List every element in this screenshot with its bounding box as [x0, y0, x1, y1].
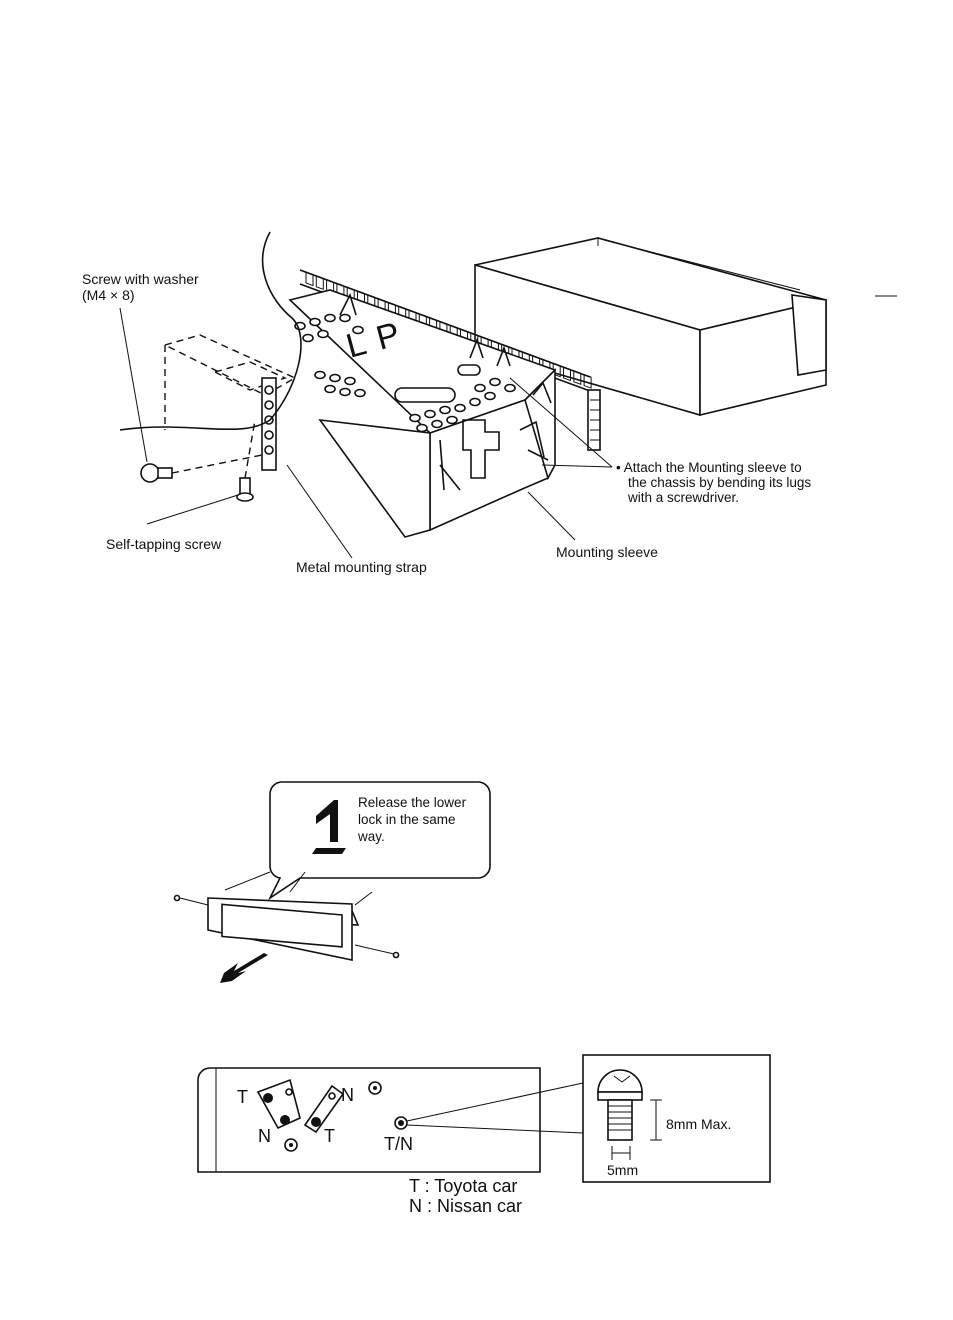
- hole-empty-left: [286, 1089, 292, 1095]
- callout-bubble: Release the lower lock in the same way.: [270, 782, 490, 898]
- sleeve-vent-hole: [340, 389, 350, 396]
- sleeve-vent-hole: [417, 425, 427, 432]
- sleeve-vent-hole: [410, 415, 420, 422]
- sleeve-vent-hole: [315, 372, 325, 379]
- self-tapping-screw-label: Self-tapping screw: [106, 536, 222, 552]
- sleeve-vent-hole: [425, 411, 435, 418]
- legend-toyota: T : Toyota car: [409, 1176, 517, 1196]
- figure-bracket-holes: T N N T T/N 8mm Max. 5mm: [198, 1055, 770, 1216]
- lock-tab-icon: [312, 848, 346, 854]
- hole-nissan-left: [280, 1115, 290, 1125]
- sleeve-vent-hole: [447, 417, 457, 424]
- hole-toyota-right: [311, 1117, 321, 1127]
- sleeve-vent-hole: [325, 386, 335, 393]
- sleeve-vent-hole: [330, 375, 340, 382]
- trim-plate: [175, 872, 399, 983]
- sleeve-vent-hole: [325, 315, 335, 322]
- label-tn: T/N: [384, 1134, 413, 1154]
- screw-spec-box: 8mm Max. 5mm: [583, 1055, 770, 1182]
- sleeve-vent-hole: [303, 335, 313, 342]
- callout-line-2: lock in the same: [358, 812, 456, 827]
- sleeve-vent-hole: [485, 393, 495, 400]
- attach-note-line-3: with a screwdriver.: [627, 490, 739, 505]
- metal-mounting-strap-label: Metal mounting strap: [296, 559, 427, 575]
- callout-line-3: way.: [357, 829, 385, 844]
- figure-sleeve-mounting: L P: [82, 232, 897, 575]
- sleeve-vent-hole: [355, 390, 365, 397]
- hole-nissan-right: [329, 1093, 335, 1099]
- sleeve-vent-hole: [340, 315, 350, 322]
- callout-line-1: Release the lower: [358, 795, 467, 810]
- label-t-left: T: [237, 1087, 248, 1107]
- screw-with-washer-label: Screw with washer: [82, 271, 199, 287]
- sleeve-vent-hole: [310, 319, 320, 326]
- sleeve-vent-hole: [490, 379, 500, 386]
- label-n-left: N: [258, 1126, 271, 1146]
- label-t-right: T: [324, 1126, 335, 1146]
- screw-diameter-label: 5mm: [607, 1162, 638, 1178]
- sleeve-vent-hole: [345, 378, 355, 385]
- self-tapping-screw: [237, 420, 255, 501]
- sleeve-vent-hole: [455, 405, 465, 412]
- label-n-right: N: [341, 1085, 354, 1105]
- sleeve-vent-hole: [440, 407, 450, 414]
- sleeve-vent-hole: [318, 331, 328, 338]
- hole-toyota-left: [263, 1093, 273, 1103]
- screw-size-label: (M4 × 8): [82, 287, 135, 303]
- mounting-bracket: T N N T T/N: [198, 1068, 540, 1172]
- sleeve-vent-hole: [505, 385, 515, 392]
- figure-trim-plate-removal: Release the lower lock in the same way.: [175, 782, 491, 983]
- legend-nissan: N : Nissan car: [409, 1196, 522, 1216]
- screw-length-label: 8mm Max.: [666, 1116, 731, 1132]
- attach-note-line-2: the chassis by bending its lugs: [628, 475, 811, 490]
- sleeve-vent-hole: [470, 399, 480, 406]
- attach-note-line-1: • Attach the Mounting sleeve to: [616, 460, 802, 475]
- sleeve-vent-hole: [432, 421, 442, 428]
- sleeve-vent-hole: [475, 385, 485, 392]
- pull-out-arrow-icon: [220, 953, 268, 983]
- mounting-sleeve-label: Mounting sleeve: [556, 544, 658, 560]
